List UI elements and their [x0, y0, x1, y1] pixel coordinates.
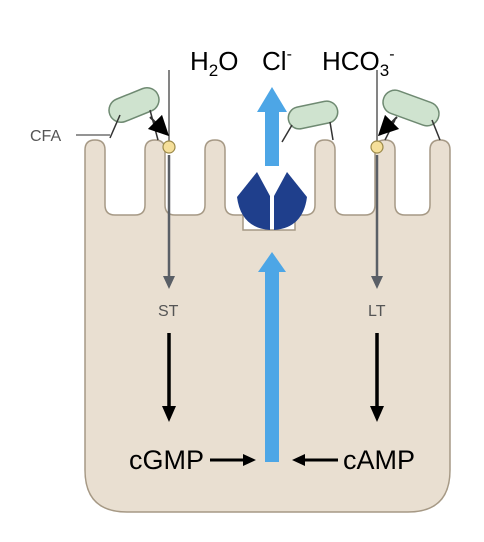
bacterium-right	[382, 89, 440, 127]
lt-label: LT	[368, 303, 386, 320]
bacterium-icon	[108, 87, 160, 123]
bicarbonate-label: HCO3-	[322, 46, 395, 80]
cftr-channel-icon	[237, 172, 307, 230]
arrowhead-camp-to-center	[292, 454, 305, 466]
secretion-arrow-upper-shaft	[265, 108, 279, 166]
camp-label: cAMP	[343, 445, 415, 475]
arrowhead-lt-to-camp	[370, 406, 384, 422]
secretion-arrowhead-lower	[258, 252, 286, 272]
bacterium-left	[108, 87, 160, 123]
arrowhead-cgmp-to-center	[243, 454, 256, 466]
bacterium-icon	[287, 100, 339, 130]
st-label: ST	[158, 303, 179, 320]
cfa-label: CFA	[30, 128, 61, 145]
signal-arrowhead-lt	[371, 276, 383, 289]
bacterium-middle	[287, 100, 339, 130]
bacterium-icon	[382, 89, 440, 127]
toxin-arrow-right	[377, 114, 400, 137]
receptor-icon	[370, 140, 384, 154]
arrowhead-st-to-cgmp	[162, 406, 176, 422]
secretion-arrow-shaft	[265, 270, 279, 462]
secretion-arrowhead-upper	[257, 87, 287, 112]
toxin-arrow-left	[147, 114, 170, 137]
cgmp-label: cGMP	[129, 445, 204, 475]
signal-arrowhead-st	[163, 276, 175, 289]
water-label: H2O	[190, 46, 238, 80]
chloride-label: Cl-	[262, 46, 292, 76]
receptor-icon	[162, 140, 176, 154]
